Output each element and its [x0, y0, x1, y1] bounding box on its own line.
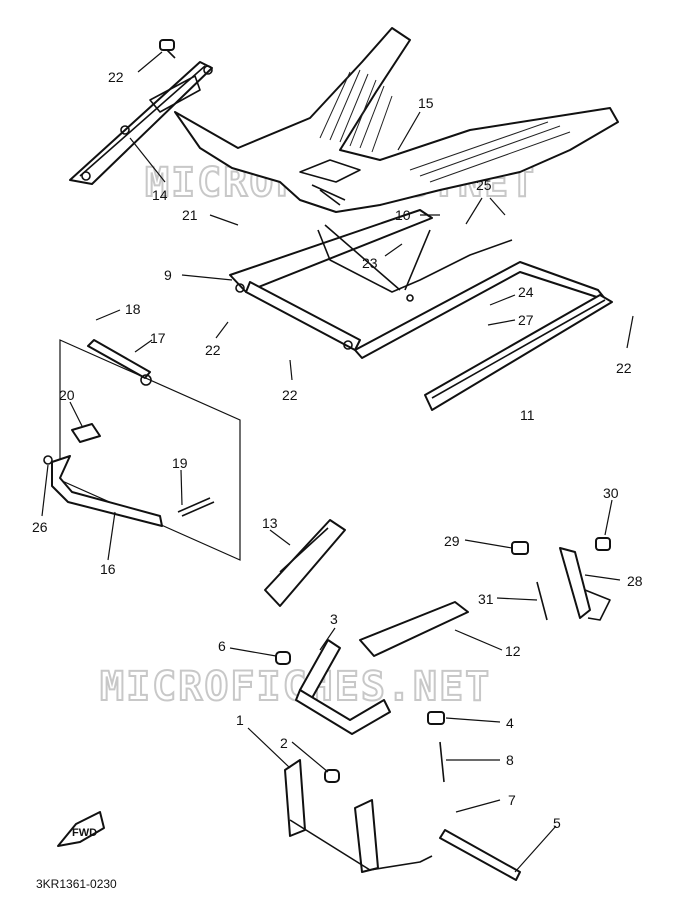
- part-8-spring: [439, 741, 445, 783]
- callout-27: 27: [518, 312, 534, 328]
- callout-3: 3: [330, 611, 338, 627]
- part-17-cable: [87, 339, 152, 386]
- part-16-brake-arm: [43, 455, 163, 527]
- callout-23: 23: [362, 255, 378, 271]
- part-11-right-rail: [424, 294, 613, 411]
- callout-lines: [41, 51, 634, 873]
- part-31-spring: [536, 581, 548, 621]
- part-14-left-rail: [69, 61, 213, 185]
- callout-4: 4: [506, 715, 514, 731]
- part-30-nut: [595, 537, 611, 551]
- part-6-bush: [275, 651, 291, 665]
- watermark-bottom: MICROFICHES.NET: [100, 664, 491, 710]
- callout-16: 16: [100, 561, 116, 577]
- callout-22-mid: 22: [282, 387, 298, 403]
- callout-21: 21: [182, 207, 198, 223]
- callout-9: 9: [164, 267, 172, 283]
- part-4-bolt: [427, 711, 445, 725]
- callout-11: 11: [520, 407, 535, 423]
- part-17-block: [59, 339, 241, 561]
- part-5-shaft: [439, 829, 521, 881]
- callout-19: 19: [172, 455, 188, 471]
- part-28-side-stand: [559, 547, 611, 621]
- part-1-main-stand: [284, 759, 433, 873]
- part-15-floor-cover: [174, 27, 619, 213]
- callout-numbers: 22 14 15 21 9 10 23 25 24 27 22 22 22 11…: [32, 69, 643, 831]
- callout-1: 1: [236, 712, 244, 728]
- part-12-bracket: [359, 601, 469, 657]
- fwd-arrow-icon: FWD: [57, 811, 105, 847]
- part-20-pad: [71, 423, 101, 443]
- callout-29: 29: [444, 533, 460, 549]
- part-9-frame: [229, 209, 607, 359]
- callout-28: 28: [627, 573, 643, 589]
- callout-30: 30: [603, 485, 619, 501]
- callout-10: 10: [395, 207, 411, 223]
- callout-5: 5: [553, 815, 561, 831]
- callout-31: 31: [478, 591, 494, 607]
- callout-24: 24: [518, 284, 534, 300]
- part-3-bracket: [295, 639, 391, 735]
- fwd-label: FWD: [72, 827, 97, 839]
- callout-8: 8: [506, 752, 514, 768]
- callout-22-right: 22: [616, 360, 632, 376]
- callout-25: 25: [476, 177, 492, 193]
- callout-17: 17: [150, 330, 166, 346]
- diagram-code: 3KR1361-0230: [36, 877, 117, 891]
- callout-15: 15: [418, 95, 434, 111]
- callout-18: 18: [125, 301, 141, 317]
- callout-22-mid-left: 22: [205, 342, 221, 358]
- callout-20: 20: [59, 387, 75, 403]
- callout-22-top: 22: [108, 69, 124, 85]
- callout-14: 14: [152, 187, 168, 203]
- part-13-bracket: [264, 519, 346, 607]
- callout-2: 2: [280, 735, 288, 751]
- callout-6: 6: [218, 638, 226, 654]
- part-22-bolt-top: [159, 39, 176, 59]
- callout-13: 13: [262, 515, 278, 531]
- callout-26: 26: [32, 519, 48, 535]
- callout-12: 12: [505, 643, 521, 659]
- part-19-spring: [177, 497, 215, 517]
- part-29-bolt: [511, 541, 529, 555]
- part-2-bush: [324, 769, 340, 783]
- callout-7: 7: [508, 792, 516, 808]
